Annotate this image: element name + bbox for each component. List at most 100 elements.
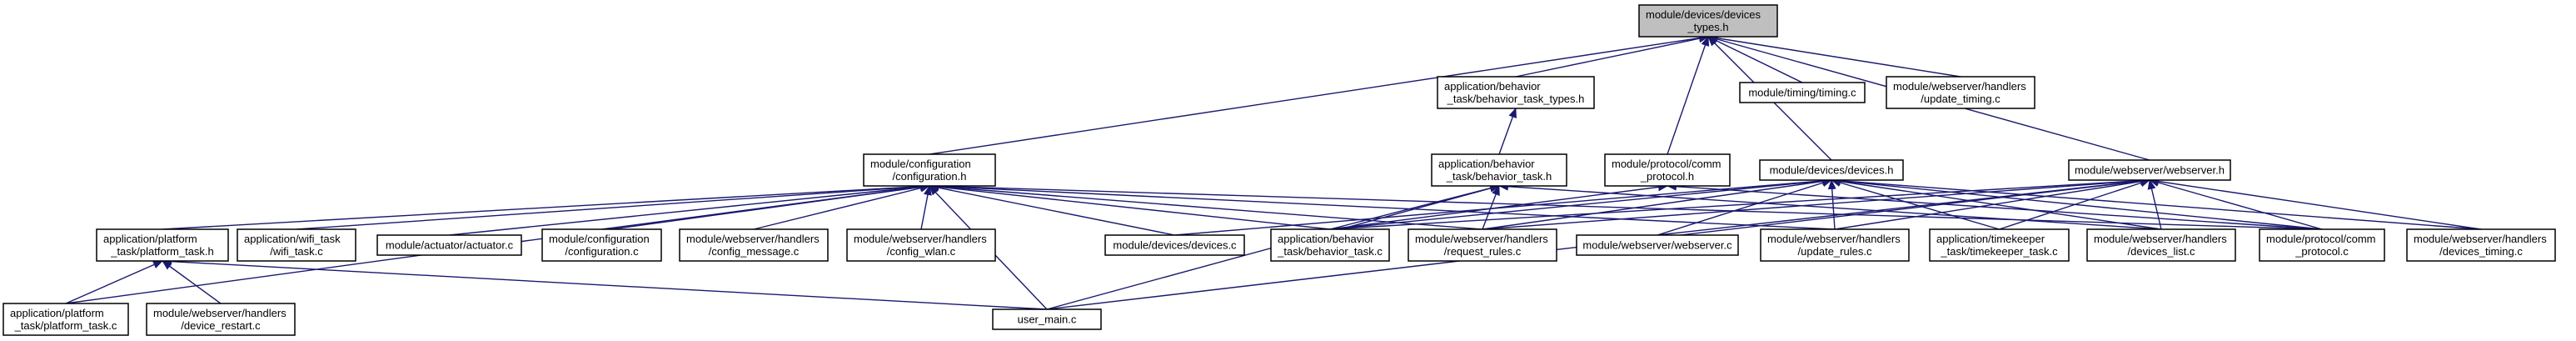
node-label: module/devices/devices.h [1770,164,1894,177]
node-label: module/actuator/actuator.c [386,239,514,252]
node-timekeeper-task-c[interactable]: application/timekeeper_task/timekeeper_t… [1929,228,2070,262]
node-label: module/webserver/handlers [153,307,286,319]
edge-line [162,182,930,230]
node-comm-protocol-c[interactable]: module/protocol/comm_protocol.c [2259,228,2385,262]
node-box [1929,228,2070,262]
node-box [541,228,662,262]
edge-actuator_c-to-configuration_h [449,183,930,236]
node-label: /configuration.h [893,170,967,183]
node-box [146,303,296,336]
node-behavior-task-types[interactable]: application/behavior_task/behavior_task_… [1437,76,1595,109]
edge-comm_protocol_h-to-devices_types [1667,36,1710,155]
node-label: module/webserver/webserver.c [1582,239,1732,252]
edge-comm_protocol_c-to-devices_h [1831,177,2323,230]
node-comm-protocol-h[interactable]: module/protocol/comm_protocol.h [1604,153,1731,187]
node-box [2,303,129,336]
edge-line [929,183,1175,236]
node-label: /config_message.c [709,245,800,258]
node-box [1739,82,1866,103]
node-box [1437,76,1595,109]
edge-behavior_task_c-to-devices_h [1329,177,1832,230]
node-label: module/configuration [870,158,971,170]
node-label: _task/timekeeper_task.c [1940,245,2058,258]
node-label: application/behavior [1444,80,1541,93]
node-user-main-c[interactable]: user_main.c [992,308,1102,330]
node-box [237,228,356,262]
edge-line [1999,178,2150,230]
node-actuator-c[interactable]: module/actuator/actuator.c [376,234,522,256]
node-devices-list-c[interactable]: module/webserver/handlers/devices_list.c [2086,228,2236,262]
node-behavior-task-c[interactable]: application/behavior_task/behavior_task.… [1270,228,1390,262]
edge-behavior_task_c-to-webserver_h [1329,176,2150,230]
edge-update_rules_c-to-configuration_h [929,182,1836,230]
node-configuration-c[interactable]: module/configuration/configuration.c [541,228,662,262]
edge-line [1834,177,2150,230]
node-label: _task/behavior_task.h [1446,170,1552,183]
node-update-timing-c[interactable]: module/webserver/handlers/update_timing.… [1886,76,2035,109]
edge-line [920,185,932,230]
node-label: /devices_timing.c [2439,245,2523,258]
edge-line [1707,33,1961,78]
edge-line [1831,177,2162,230]
node-devices-c[interactable]: module/devices/devices.c [1104,234,1245,256]
node-webserver-c[interactable]: module/webserver/webserver.c [1576,234,1739,256]
edge-line [1482,185,1500,230]
edge-devices_timing_c-to-webserver_h [2149,177,2482,230]
node-label: /request_rules.c [1444,245,1522,258]
edge-comm_protocol_c-to-webserver_h [2149,178,2323,230]
node-box [679,228,829,262]
node-device-restart-c[interactable]: module/webserver/handlers/device_restart… [146,303,296,336]
edge-timekeeper_task_c-to-webserver_h [1999,178,2150,230]
node-label: _task/behavior_task_types.h [1447,93,1585,105]
edge-request_rules_c-to-webserver_h [1482,176,2150,230]
edge-timekeeper_task_c-to-devices_h [1831,178,2000,230]
node-platform-task-h[interactable]: application/platform_task/platform_task.… [96,228,229,262]
node-config-wlan-c[interactable]: module/webserver/handlers/config_wlan.c [846,228,996,262]
node-label: module/webserver/handlers [1767,233,1901,245]
node-devices-h[interactable]: module/devices/devices.h [1759,159,1904,181]
node-label: _task/platform_task.h [110,245,214,258]
edge-behavior_task_h-to-behavior_task_types [1498,108,1517,155]
node-label: /configuration.c [565,245,639,258]
node-label: /wifi_task.c [270,245,323,258]
node-box [2068,159,2231,181]
node-label: application/behavior [1438,158,1535,170]
node-box [2259,228,2385,262]
node-timing-c[interactable]: module/timing/timing.c [1739,82,1866,103]
node-label: module/configuration [549,233,650,245]
node-wifi-task-c[interactable]: application/wifi_task/wifi_task.c [237,228,356,262]
node-box [1408,228,1557,262]
node-behavior-task-h[interactable]: application/behavior_task/behavior_task.… [1431,153,1567,187]
node-label: user_main.c [1018,313,1077,326]
node-webserver-h[interactable]: module/webserver/webserver.h [2068,159,2231,181]
node-label: /update_timing.c [1921,93,2001,105]
node-label: module/protocol/comm [1612,158,1721,170]
node-label: module/timing/timing.c [1748,87,1856,99]
edge-line [1657,178,1832,236]
node-label: _task/behavior_task.c [1277,245,1383,258]
edge-behavior_task_types-to-devices_types [1515,34,1709,78]
edge-webserver_c-to-devices_h [1657,178,1832,236]
nodes-layer: module/devices/devices_types.h applicatio… [2,4,2556,336]
edge-wifi_task_c-to-configuration_h [296,182,930,230]
node-devices-types[interactable]: module/devices/devices_types.h [1638,4,1778,38]
node-request-rules-c[interactable]: module/webserver/handlers/request_rules.… [1408,228,1557,262]
node-box [1638,4,1778,38]
node-box [1104,234,1245,256]
node-devices-timing-c[interactable]: module/webserver/handlers/devices_timing… [2406,228,2556,262]
node-label: _protocol.c [2294,245,2349,258]
edge-line [1707,36,1803,83]
edge-comm_protocol_c-to-configuration_h [929,182,2323,230]
edge-line [162,257,1048,310]
node-config-message-c[interactable]: module/webserver/handlers/config_message… [679,228,829,262]
node-update-rules-c[interactable]: module/webserver/handlers/update_rules.c [1760,228,1910,262]
node-box [992,308,1102,330]
edge-platform_task_h-to-configuration_h [162,182,930,230]
node-label: module/webserver/handlers [1893,80,2026,93]
node-label: _protocol.h [1640,170,1694,183]
edge-line [1831,176,2482,230]
node-platform-task-c[interactable]: application/platform_task/platform_task.… [2,303,129,336]
node-box [1431,153,1567,187]
node-configuration-h[interactable]: module/configuration/configuration.h [863,153,996,187]
edge-comm_protocol_c-to-comm_protocol_h [1667,182,2323,230]
